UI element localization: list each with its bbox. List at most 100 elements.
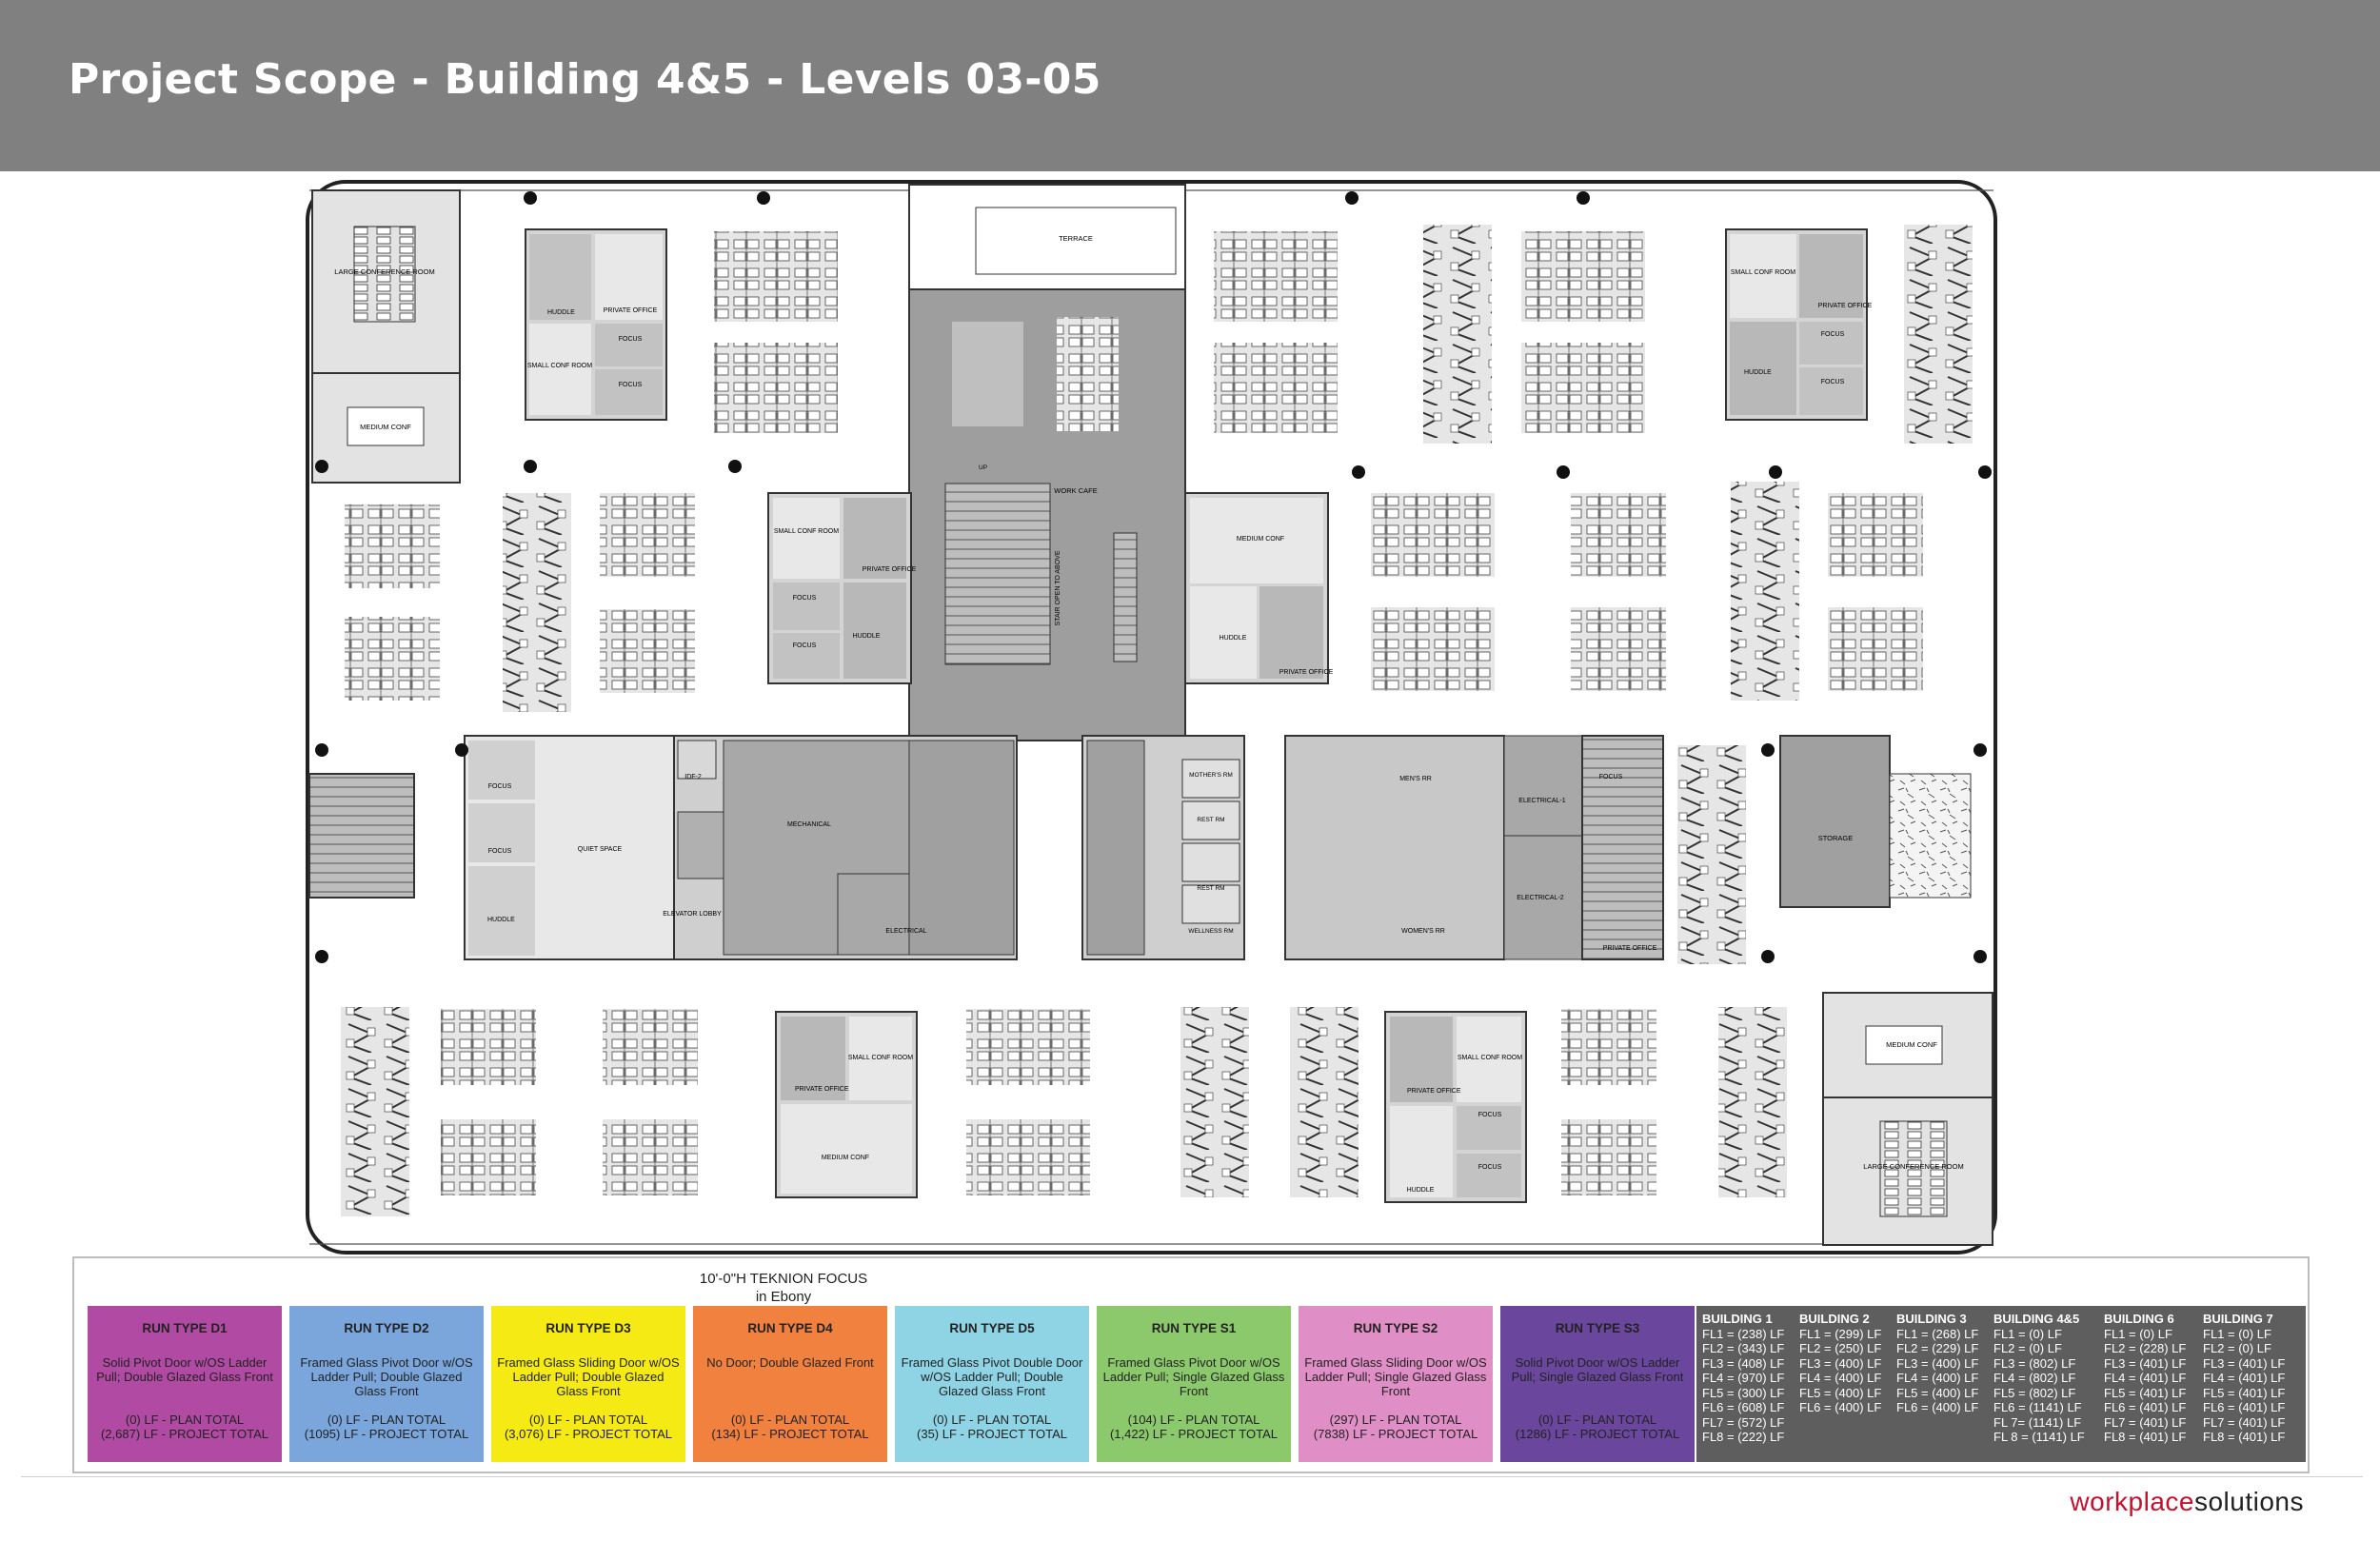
run-type-plan-total: (297) LF - PLAN TOTAL <box>1329 1413 1462 1427</box>
floor-total: FL2 = (0) LF <box>1993 1341 2062 1355</box>
room-label: ELECTRICAL-2 <box>1517 895 1564 901</box>
structural-columns <box>315 191 1992 963</box>
work-cafe: WORK CAFE UP STAIR OPEN TO ABOVE <box>908 288 1186 808</box>
terrace-area: TERRACE <box>908 184 1186 290</box>
bench-run <box>341 1007 409 1216</box>
bench-run <box>1180 1007 1249 1197</box>
room-label: MEN'S RR <box>1399 776 1432 782</box>
run-type-name: RUN TYPE S2 <box>1353 1321 1438 1335</box>
run-type-name: RUN TYPE D4 <box>747 1321 833 1335</box>
room-label: HUDDLE <box>853 633 881 640</box>
floor-total: FL1 = (268) LF <box>1896 1326 1979 1341</box>
brand-part2: solutions <box>2193 1487 2304 1516</box>
floor-total: FL2 = (250) LF <box>1799 1341 1882 1355</box>
brand-part1: workplace <box>2070 1487 2194 1516</box>
run-type-d5: RUN TYPE D5 Framed Glass Pivot Double Do… <box>895 1306 1089 1462</box>
floor-total: FL6 = (1141) LF <box>1993 1400 2082 1414</box>
desk-block <box>600 493 695 577</box>
desk-block <box>1214 343 1338 433</box>
room-label: STAIR OPEN TO ABOVE <box>1055 550 1061 625</box>
floor-plan: LARGE CONFERENCE ROOM MEDIUM CONF HUDDLE… <box>306 180 1997 1255</box>
desk-block <box>966 1119 1090 1195</box>
floor-total: FL1 = (0) LF <box>2203 1326 2271 1341</box>
run-type-s2: RUN TYPE S2 Framed Glass Sliding Door w/… <box>1299 1306 1493 1462</box>
run-type-plan-total: (0) LF - PLAN TOTAL <box>730 1413 850 1427</box>
desk-block <box>1371 607 1495 691</box>
stair-up-label: UP <box>979 464 987 471</box>
floor-total: FL 7= (1141) LF <box>1993 1414 2082 1430</box>
room-label: FOCUS <box>1478 1164 1502 1171</box>
floor-total: FL3 = (400) LF <box>1799 1355 1882 1371</box>
office-cluster-center-west: FOCUS FOCUS HUDDLE QUIET SPACE <box>464 735 675 960</box>
building-name: BUILDING 1 <box>1702 1312 1773 1326</box>
floor-total: FL1 = (238) LF <box>1702 1326 1785 1341</box>
floor-total: FL 8 = (1141) LF <box>1993 1430 2085 1444</box>
floor-total: FL6 = (401) LF <box>2104 1400 2187 1414</box>
building-core-east: MOTHER'S RM REST RM REST RM WELLNESS RM … <box>1081 735 1664 960</box>
desk-block <box>1571 607 1666 691</box>
room-label: FOCUS <box>619 336 643 343</box>
room-label: HUDDLE <box>1407 1187 1435 1194</box>
run-type-plan-total: (0) LF - PLAN TOTAL <box>932 1413 1052 1427</box>
floor-total: FL4 = (401) LF <box>2203 1371 2286 1385</box>
building-column: BUILDING 4&5 FL1 = (0) LF FL2 = (0) LF F… <box>1993 1312 2085 1445</box>
office-cluster-1: HUDDLE PRIVATE OFFICE SMALL CONF ROOM FO… <box>525 228 667 421</box>
run-type-plan-total: (0) LF - PLAN TOTAL <box>125 1413 245 1427</box>
run-type-d3: RUN TYPE D3 Framed Glass Sliding Door w/… <box>491 1306 685 1462</box>
run-type-desc: Framed Glass Pivot Double Door w/OS Ladd… <box>901 1355 1083 1398</box>
run-type-name: RUN TYPE S3 <box>1555 1321 1640 1335</box>
floor-total: FL4 = (400) LF <box>1799 1371 1882 1385</box>
floor-total: FL7 = (401) LF <box>2203 1414 2286 1430</box>
building-name: BUILDING 7 <box>2203 1312 2273 1326</box>
room-label: PRIVATE OFFICE <box>1818 303 1873 309</box>
building-name: BUILDING 6 <box>2104 1312 2174 1326</box>
floor-total: FL4 = (400) LF <box>1896 1371 1979 1385</box>
run-type-desc: Solid Pivot Door w/OS Ladder Pull; Singl… <box>1511 1355 1684 1384</box>
run-type-name: RUN TYPE D5 <box>949 1321 1035 1335</box>
room-label: ELEVATOR LOBBY <box>663 911 722 918</box>
building-name: BUILDING 2 <box>1799 1312 1870 1326</box>
room-medium-conf-se: MEDIUM CONF <box>1822 992 1993 1098</box>
desk-block <box>714 231 838 322</box>
floor-total: FL6 = (400) LF <box>1799 1400 1882 1414</box>
run-type-project-total: (134) LF - PROJECT TOTAL <box>711 1427 869 1441</box>
legend-panel: 10'-0"H TEKNION FOCUS in Ebony RUN TYPE … <box>72 1256 2310 1473</box>
floor-total: FL3 = (802) LF <box>1993 1355 2076 1371</box>
run-type-s1: RUN TYPE S1 Framed Glass Pivot Door w/OS… <box>1097 1306 1291 1462</box>
desk-block <box>345 617 440 701</box>
desk-block <box>1561 1009 1656 1085</box>
room-label: FOCUS <box>488 848 512 855</box>
room-label: FOCUS <box>619 382 643 388</box>
run-type-plan-total: (0) LF - PLAN TOTAL <box>528 1413 648 1427</box>
run-type-plan-total: (104) LF - PLAN TOTAL <box>1127 1413 1260 1427</box>
room-label: STORAGE <box>1818 834 1854 842</box>
room-large-conference-se: LARGE CONFERENCE ROOM <box>1822 1096 1993 1246</box>
run-type-desc: Framed Glass Sliding Door w/OS Ladder Pu… <box>1304 1355 1487 1398</box>
floor-total: FL5 = (300) LF <box>1702 1385 1785 1400</box>
office-cluster-3: MEDIUM CONF HUDDLE PRIVATE OFFICE <box>1184 492 1334 684</box>
room-label: PRIVATE OFFICE <box>1279 669 1334 676</box>
run-type-project-total: (1095) LF - PROJECT TOTAL <box>304 1427 469 1441</box>
room-label: PRIVATE OFFICE <box>604 307 658 314</box>
floor-total: FL5 = (400) LF <box>1896 1385 1979 1400</box>
bench-run <box>1290 1007 1359 1197</box>
room-label: MEDIUM CONF <box>1237 536 1284 543</box>
room-label: LARGE CONFERENCE ROOM <box>334 267 434 276</box>
floor-total: FL8 = (401) LF <box>2104 1430 2187 1444</box>
room-label: SMALL CONF ROOM <box>774 528 839 535</box>
room-label: SMALL CONF ROOM <box>848 1055 913 1061</box>
bench-run <box>1423 225 1492 444</box>
building-core-west: IDF-2 ELEVATOR LOBBY MECHANICAL ELECTRIC… <box>663 735 1018 960</box>
room-label: FOCUS <box>1821 379 1845 385</box>
room-label: ELECTRICAL-1 <box>1518 798 1566 804</box>
desk-block <box>441 1119 536 1195</box>
room-label: ELECTRICAL <box>885 928 926 935</box>
desk-block <box>1828 607 1923 691</box>
floor-total: FL4 = (970) LF <box>1702 1371 1785 1385</box>
room-label: MEDIUM CONF <box>822 1155 869 1161</box>
run-type-project-total: (35) LF - PROJECT TOTAL <box>917 1427 1067 1441</box>
office-cluster-s2: PRIVATE OFFICE SMALL CONF ROOM FOCUS FOC… <box>1384 1011 1527 1203</box>
floor-total: FL2 = (229) LF <box>1896 1341 1979 1355</box>
building-column: BUILDING 6 FL1 = (0) LF FL2 = (228) LF F… <box>2104 1312 2186 1445</box>
desk-block <box>603 1009 698 1085</box>
